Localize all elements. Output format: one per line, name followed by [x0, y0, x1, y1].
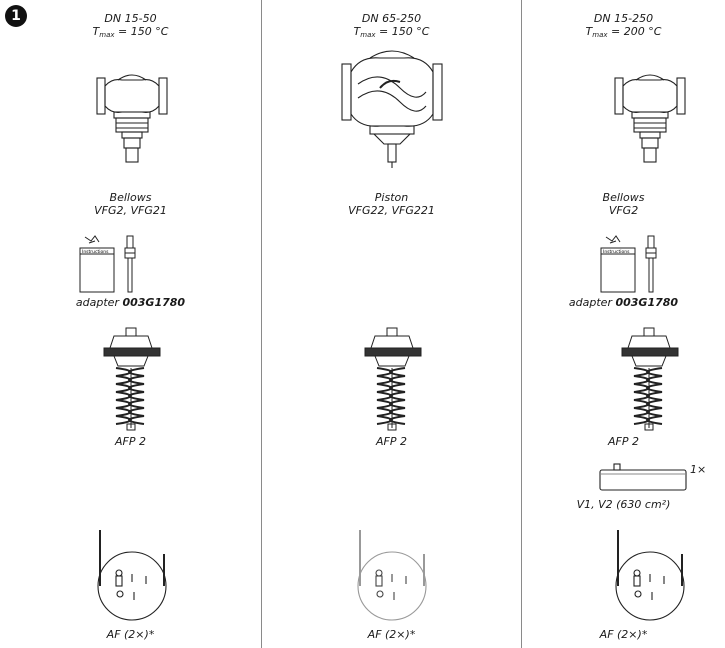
temperature-sensor-icon [615, 530, 685, 621]
sensor-label: AF (2×)* [599, 628, 648, 641]
actuator-afp2-icon [621, 327, 679, 431]
max-temperature: Tmax = 150 °C [353, 25, 430, 39]
temperature-sensor-icon [357, 530, 427, 621]
step-number-badge: 1 [5, 5, 27, 27]
valve-body-icon [614, 74, 686, 163]
vessel-label: V1, V2 (630 cm²) [576, 498, 671, 511]
column-divider [261, 0, 262, 648]
sensor-label: AF (2×)* [367, 628, 416, 641]
dn-range: DN 15-250 [593, 12, 654, 25]
valve-body-icon [341, 50, 443, 168]
column-divider [521, 0, 522, 648]
instructions-booklet-icon: Instructions [79, 235, 136, 293]
valve-type: Bellows [602, 191, 645, 204]
actuator-label: AFP 2 [608, 435, 639, 448]
actuator-label: AFP 2 [115, 435, 146, 448]
vessel-quantity: 1× [690, 463, 707, 476]
valve-type: Bellows [109, 191, 152, 204]
instructions-booklet-icon: Instructions [600, 235, 657, 293]
valve-models: VFG22, VFG221 [348, 204, 435, 217]
column-bellows-dn15-250: DN 15-250 Tmax = 200 °C Bellows VFG2 [522, 0, 725, 648]
actuator-afp2-icon [103, 327, 161, 431]
valve-body-icon [96, 74, 168, 163]
sensor-label: AF (2×)* [106, 628, 155, 641]
column-piston-dn65-250: DN 65-250 Tmax = 150 °C Piston VFG22, VF… [262, 0, 521, 648]
instructions-label: Instructions [603, 249, 630, 255]
actuator-afp2-icon [364, 327, 422, 431]
temperature-sensor-icon [97, 530, 167, 621]
max-temperature: Tmax = 150 °C [92, 25, 169, 39]
dn-range: DN 15-50 [104, 12, 157, 25]
column-bellows-dn15-50: DN 15-50 Tmax = 150 °C Bellows VFG2, VFG… [0, 0, 261, 648]
adapter-code: adapter 003G1780 [75, 296, 186, 309]
valve-type: Piston [374, 191, 409, 204]
adapter-code: adapter 003G1780 [568, 296, 679, 309]
max-temperature: Tmax = 200 °C [585, 25, 662, 39]
valve-models: VFG2 [608, 204, 639, 217]
actuator-label: AFP 2 [376, 435, 407, 448]
valve-models: VFG2, VFG21 [94, 204, 167, 217]
dn-range: DN 65-250 [361, 12, 422, 25]
compensation-vessel-icon [599, 463, 687, 491]
instructions-label: Instructions [82, 249, 109, 255]
